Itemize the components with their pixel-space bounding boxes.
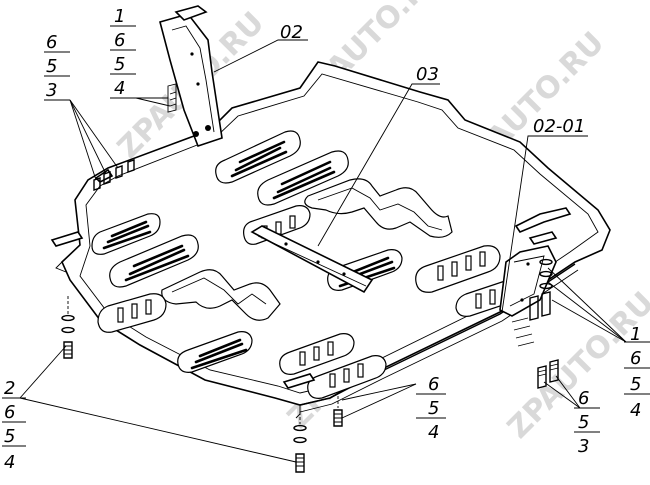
bracket-02 <box>159 5 223 147</box>
stack-bottom-left-item: 6 <box>4 402 15 423</box>
label-02: 02 <box>280 22 303 43</box>
stack-right-item: 5 <box>630 374 641 395</box>
stack-bottom-left-item: 2 <box>4 378 15 399</box>
leader-lines <box>19 39 627 463</box>
fasteners <box>61 159 559 473</box>
stack-top-center: 1 6 5 4 <box>110 6 136 99</box>
reinforcement-bar-03 <box>250 225 374 294</box>
stack-top-left-item: 6 <box>46 32 57 53</box>
bolt-group-top-left <box>93 159 135 191</box>
plate-openings <box>91 130 523 399</box>
bolt-stack-right <box>511 258 553 347</box>
stack-top-left-item: 3 <box>46 80 57 101</box>
stack-right-item: 6 <box>630 348 641 369</box>
stack-bottom-center-item: 5 <box>428 398 439 419</box>
stack-bottom-right-item: 3 <box>578 436 589 457</box>
stack-bottom-center-item: 4 <box>428 422 439 443</box>
stack-right-item: 4 <box>630 400 641 421</box>
label-03: 03 <box>416 64 439 85</box>
stack-bottom-right-item: 6 <box>578 388 589 409</box>
label-02-01: 02-01 <box>533 116 585 137</box>
stack-bottom-left: 2 6 5 4 <box>2 378 26 473</box>
stack-top-center-item: 6 <box>114 30 125 51</box>
stack-right-item: 1 <box>630 324 641 345</box>
stack-bottom-center: 6 5 4 <box>416 374 446 443</box>
stack-bottom-left-item: 4 <box>4 452 15 473</box>
stack-right: 1 6 5 4 <box>624 324 650 421</box>
stack-top-left: 6 5 3 <box>44 32 70 101</box>
bolt-stack-bottom <box>293 412 307 473</box>
stack-bottom-left-item: 5 <box>4 426 15 447</box>
bolt-stack-left <box>61 296 75 359</box>
stack-top-center-item: 5 <box>114 54 125 75</box>
part-labels: 02 03 02-01 <box>280 22 585 137</box>
stack-bottom-right: 6 5 3 <box>574 388 600 457</box>
bolt-stack-bottom-right <box>537 359 559 389</box>
bolt-stack-bottom-center <box>333 396 343 427</box>
stack-top-center-item: 1 <box>114 6 125 27</box>
stack-top-center-item: 4 <box>114 78 125 99</box>
stack-bottom-right-item: 5 <box>578 412 589 433</box>
stack-bottom-center-item: 6 <box>428 374 439 395</box>
stack-top-left-item: 5 <box>46 56 57 77</box>
